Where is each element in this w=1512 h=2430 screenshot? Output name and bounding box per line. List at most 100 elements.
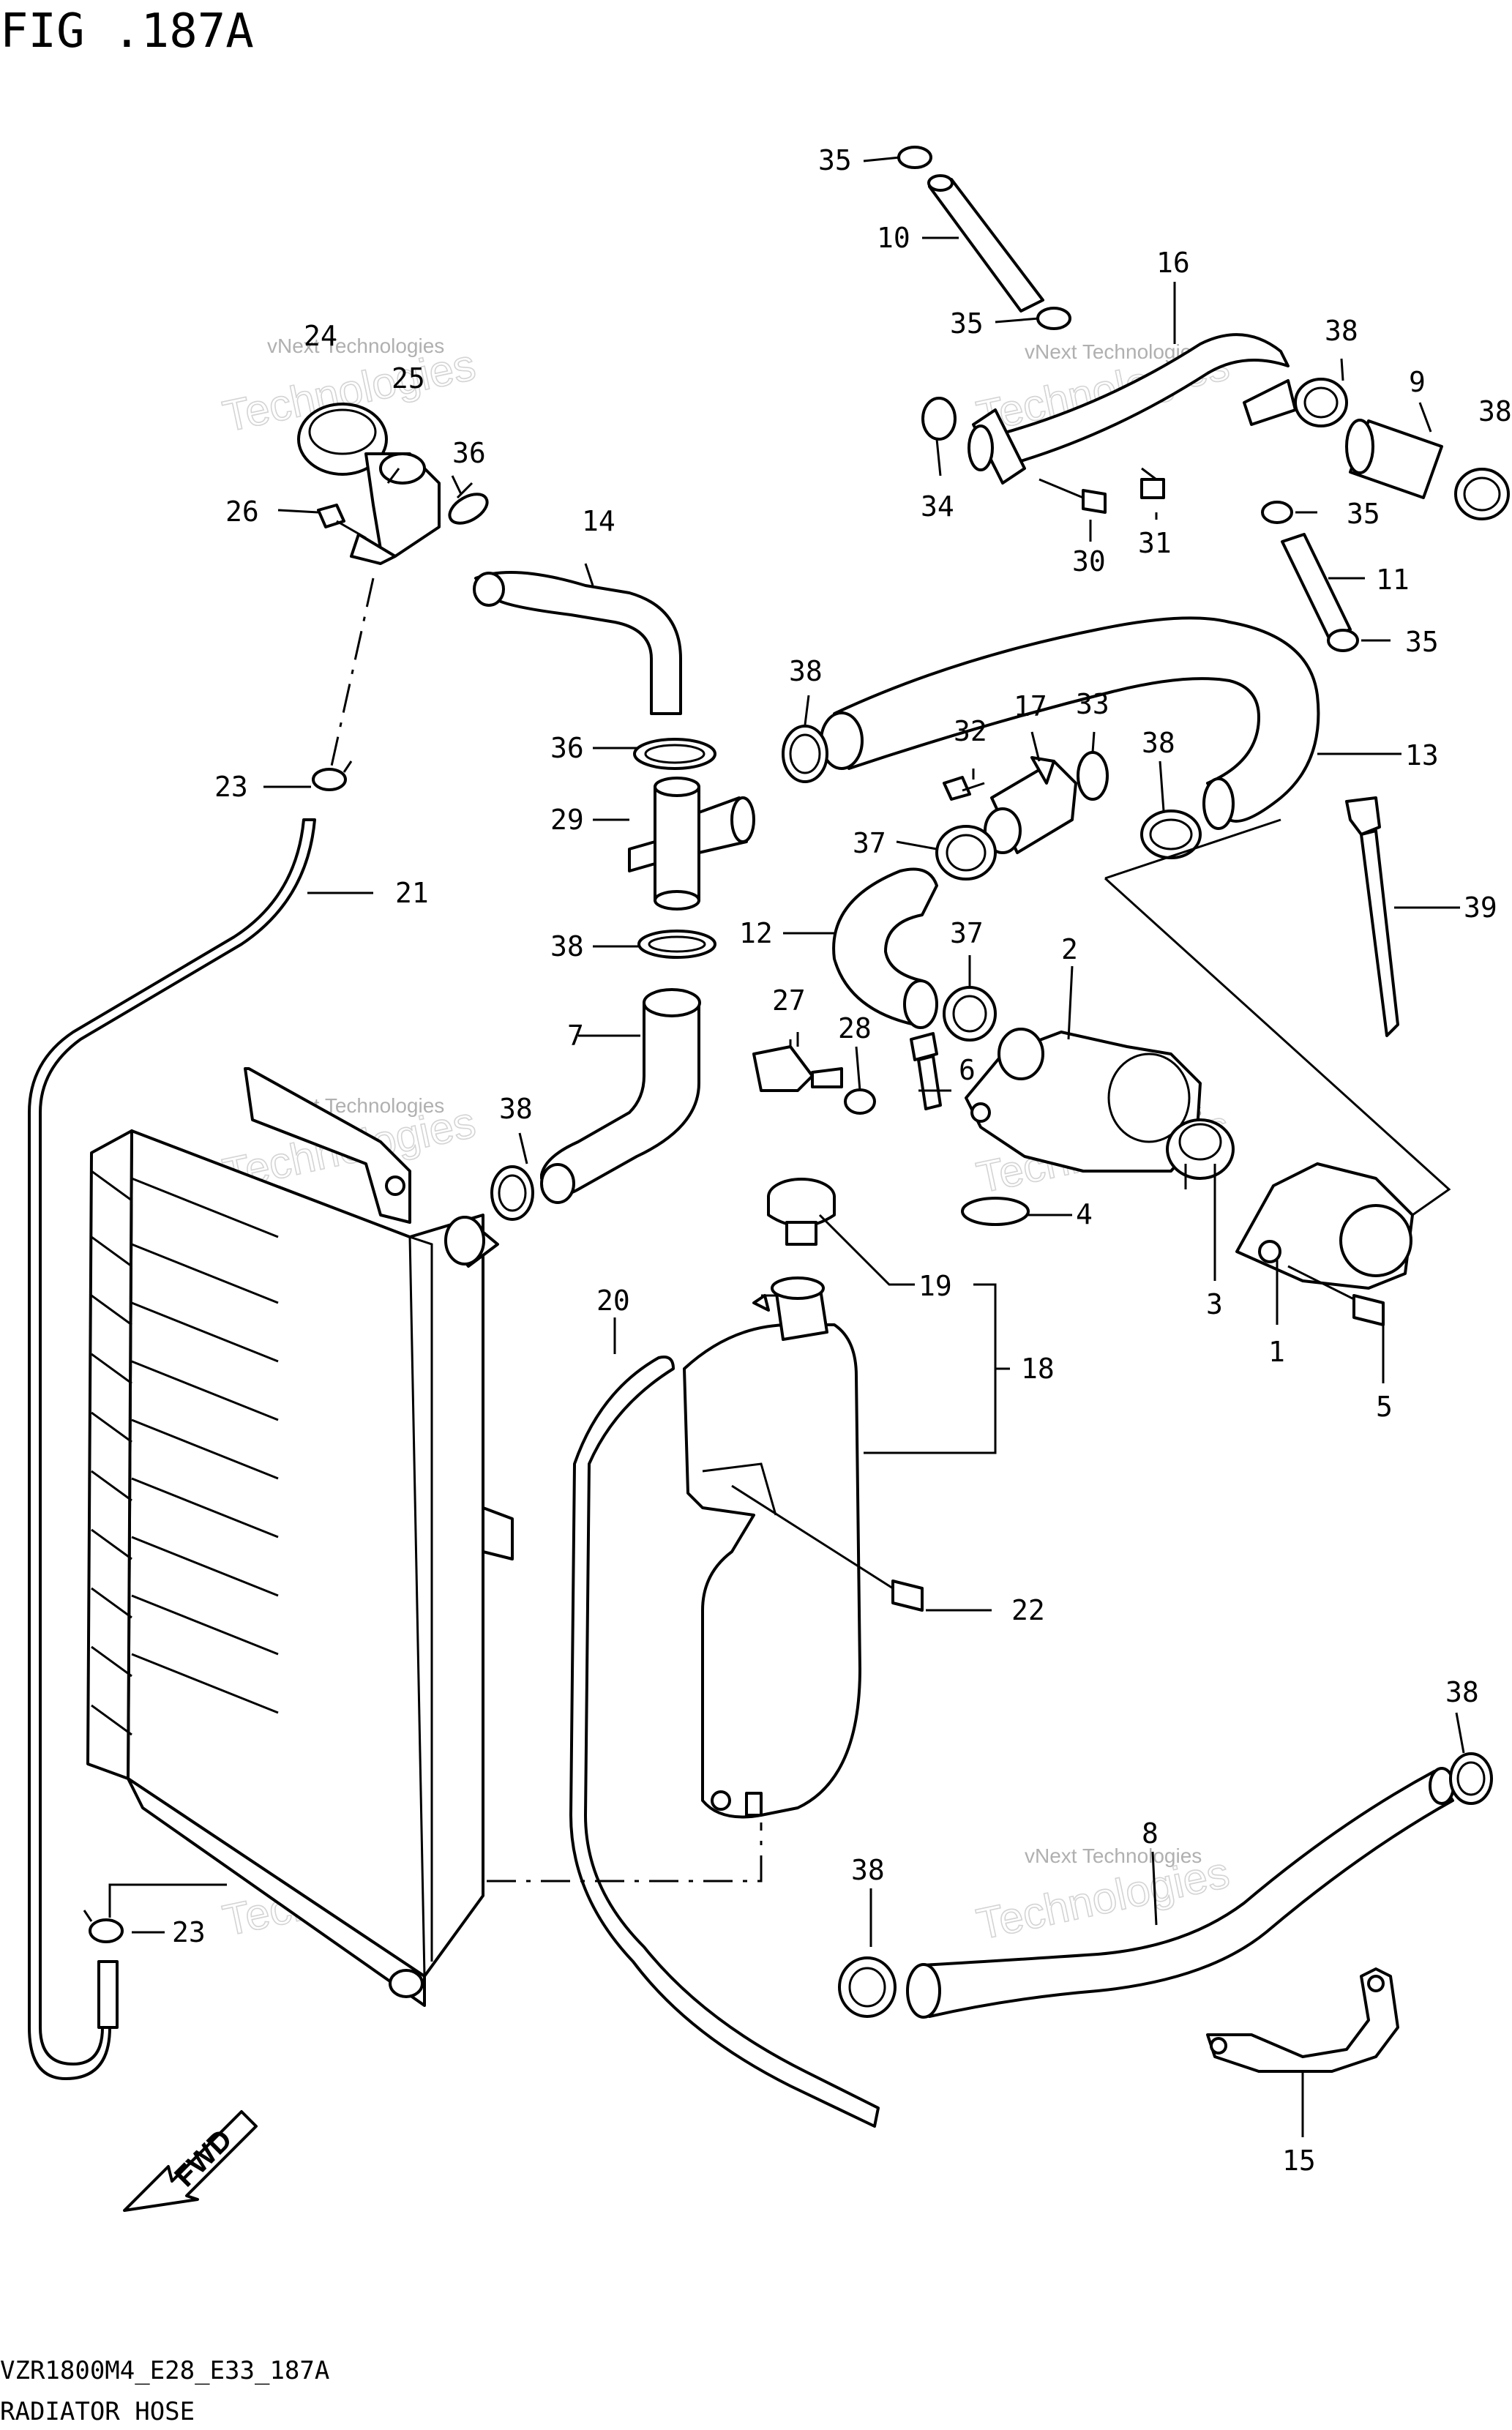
clamp-38-top-right-b — [1454, 468, 1510, 520]
bolt-22 — [731, 1484, 924, 1612]
hose-8 — [921, 1770, 1454, 2018]
callout-7: 7 — [567, 1020, 584, 1052]
figure-code: VZR1800M4_E28_E33_187A — [0, 2356, 329, 2385]
callout-38: 38 — [1478, 395, 1512, 427]
clamp-37-upper — [935, 825, 997, 881]
callout-21: 21 — [395, 877, 429, 909]
clamp-38-top-right-a — [1294, 378, 1348, 427]
callout-5: 5 — [1376, 1391, 1393, 1423]
clamp-38-radiator — [490, 1165, 534, 1221]
bolt-31 — [1140, 467, 1165, 499]
callout-23: 23 — [172, 1916, 206, 1948]
callout-17: 17 — [1014, 690, 1047, 722]
reservoir-tank-18 — [683, 1276, 861, 1819]
callout-36: 36 — [550, 732, 584, 764]
callout-15: 15 — [1282, 2145, 1316, 2177]
clamp-38-hose8-left — [838, 1956, 897, 2018]
callout-10: 10 — [877, 222, 910, 254]
clamp-38-hose8-right — [1449, 1752, 1493, 1805]
sensor-27 — [752, 1032, 843, 1092]
callout-38: 38 — [1445, 1676, 1479, 1708]
radiator — [86, 1067, 514, 2007]
bracket-15 — [1206, 1967, 1399, 2073]
clamp-35-right-lower — [1327, 629, 1359, 652]
callout-22: 22 — [1011, 1594, 1045, 1626]
callout-2: 2 — [1061, 933, 1078, 965]
callout-32: 32 — [954, 715, 987, 747]
callout-38: 38 — [789, 655, 823, 687]
bolt-6 — [910, 1032, 942, 1110]
clamp-37-lower — [943, 986, 997, 1042]
callout-8: 8 — [1142, 1817, 1159, 1850]
callout-37: 37 — [950, 917, 984, 949]
hose-21-lower — [97, 1960, 119, 2029]
clamp-38-lower-joint — [637, 930, 716, 959]
callout-13: 13 — [1405, 739, 1439, 771]
callout-39: 39 — [1464, 891, 1497, 924]
callout-12: 12 — [739, 917, 773, 949]
callout-25: 25 — [392, 362, 425, 395]
callout-1: 1 — [1268, 1336, 1285, 1368]
gasket-28 — [844, 1088, 876, 1115]
callout-18: 18 — [1021, 1353, 1055, 1385]
figure-caption: RADIATOR HOSE — [0, 2397, 195, 2426]
hose-13 — [833, 616, 1320, 823]
bolt-30 — [1038, 478, 1107, 514]
callout-labels: 35 10 35 16 38 9 38 34 30 31 35 11 35 24… — [172, 144, 1512, 2177]
clamp-36-upper — [448, 482, 489, 525]
callout-24: 24 — [304, 320, 337, 352]
callout-3: 3 — [1206, 1288, 1223, 1320]
callout-38: 38 — [1142, 727, 1175, 759]
callout-35: 35 — [950, 307, 984, 340]
thermostat-cover-1 — [1235, 1162, 1414, 1290]
cap-19 — [767, 1178, 836, 1246]
watermark-text: vNext Technologies — [1025, 1844, 1202, 1867]
hose-10 — [928, 178, 1044, 313]
callout-38: 38 — [499, 1093, 533, 1125]
callout-19: 19 — [918, 1270, 952, 1302]
callout-34: 34 — [921, 490, 954, 523]
callout-14: 14 — [582, 505, 615, 537]
hose-14 — [474, 571, 682, 715]
hose-11 — [1281, 533, 1352, 638]
callout-31: 31 — [1138, 527, 1172, 559]
callout-35: 35 — [1347, 498, 1380, 530]
callout-33: 33 — [1076, 688, 1109, 720]
callout-30: 30 — [1072, 545, 1106, 577]
clamp-23-bottom — [83, 1910, 124, 1943]
clamp-23-top — [312, 760, 353, 791]
callout-35: 35 — [818, 144, 852, 176]
callout-38: 38 — [1325, 315, 1358, 347]
callout-38: 38 — [851, 1854, 885, 1886]
thermostat-3 — [1166, 1118, 1235, 1189]
watermark-text: vNext Technologies — [267, 334, 444, 357]
figure-title: FIG .187A — [0, 4, 254, 59]
clamp-38-hose13-right — [1140, 810, 1202, 859]
clamp-35-top — [897, 146, 932, 169]
fwd-arrow: FWD — [123, 2110, 258, 2212]
clamp-36-lower — [633, 738, 716, 770]
watermark-text: vNext Technologies — [1025, 340, 1202, 363]
callout-26: 26 — [225, 496, 259, 528]
clamp-35-mid — [1036, 307, 1071, 330]
callout-37: 37 — [853, 827, 886, 859]
callout-28: 28 — [838, 1012, 872, 1044]
callout-27: 27 — [772, 984, 806, 1017]
o-ring-4 — [961, 1197, 1030, 1226]
pipe-16 — [968, 333, 1297, 485]
bolt-26 — [317, 504, 367, 539]
callout-38: 38 — [550, 930, 584, 962]
leader-lines — [132, 156, 1465, 2137]
callout-6: 6 — [959, 1054, 976, 1086]
filler-neck-assembly — [297, 403, 441, 565]
clamp-38-hose13-left — [782, 725, 828, 783]
o-ring-33 — [1077, 751, 1109, 801]
callout-20: 20 — [596, 1285, 630, 1317]
cable-tie-39 — [1345, 796, 1399, 1037]
callout-9: 9 — [1409, 366, 1426, 398]
bolt-32 — [943, 776, 985, 801]
callout-29: 29 — [550, 804, 584, 836]
clamp-35-right-upper — [1261, 501, 1293, 524]
callout-16: 16 — [1156, 247, 1190, 279]
